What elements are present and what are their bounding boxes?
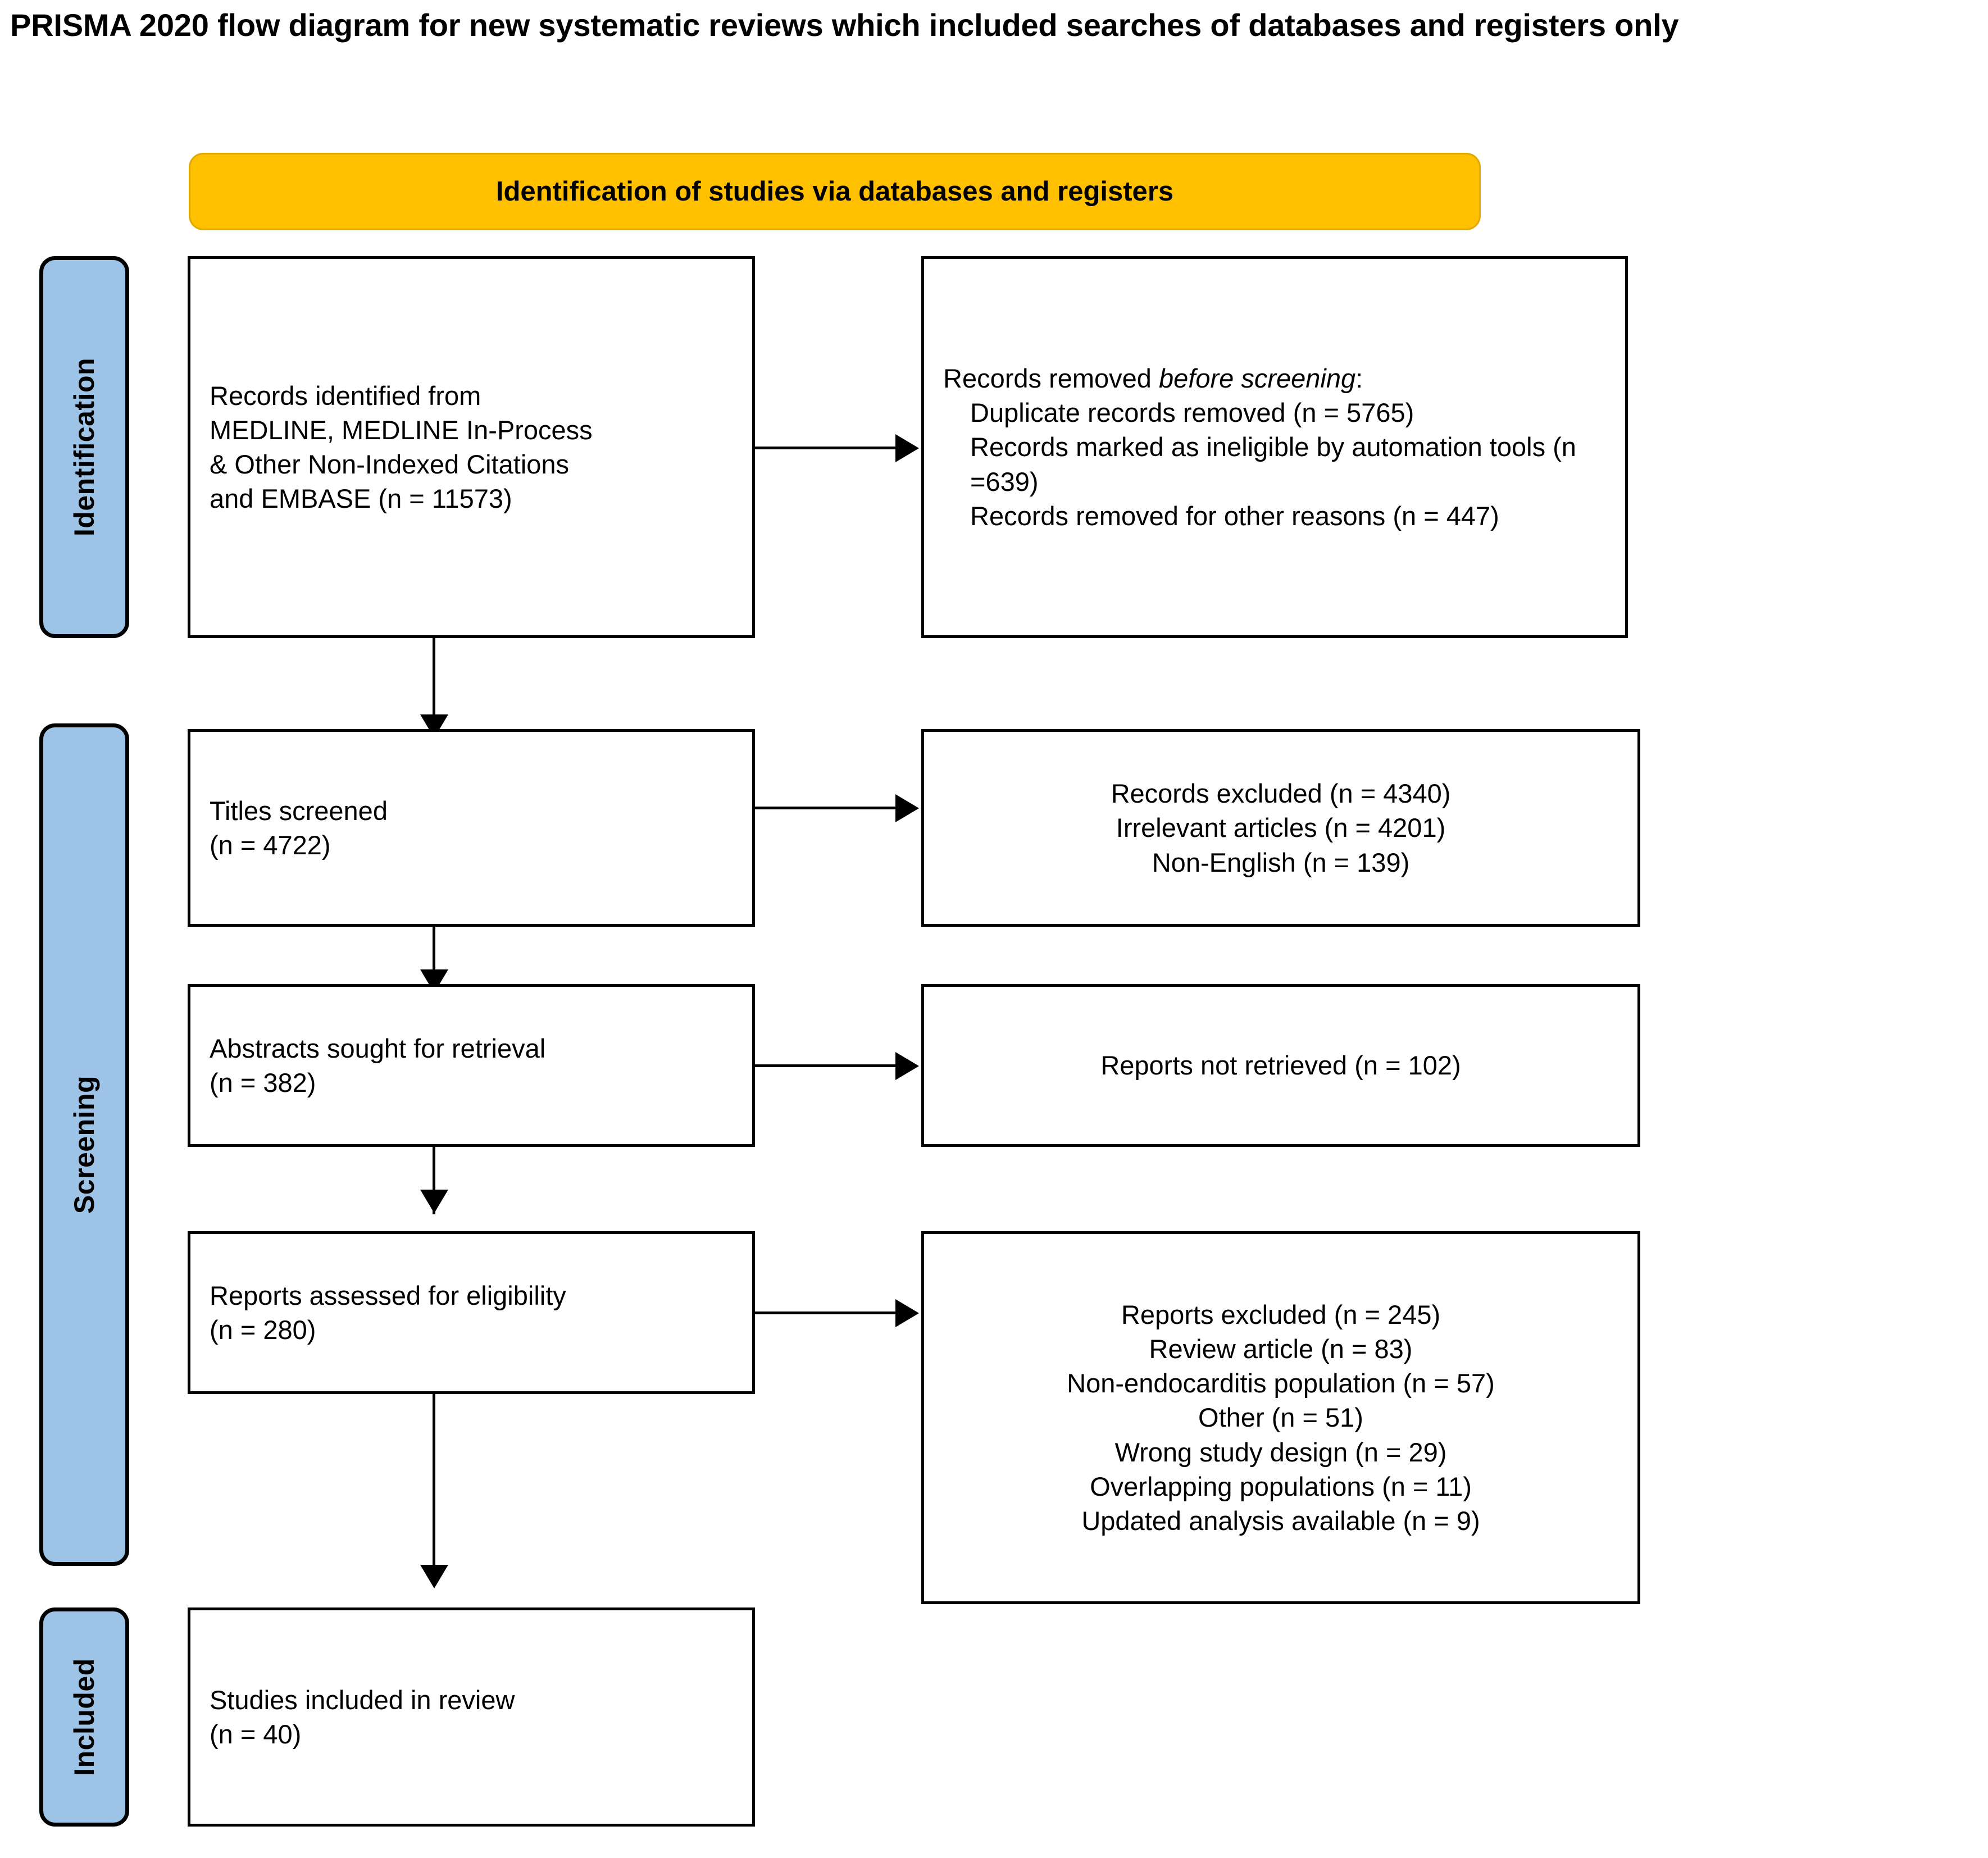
side-tab-screening-label: Screening — [69, 1075, 100, 1214]
arrow-titles-to-excluded — [895, 794, 919, 822]
arrow-identified-to-removed — [895, 434, 919, 462]
reports-excluded-line-5: Wrong study design (n = 29) — [1114, 1437, 1447, 1467]
studies-included-line-2: (n = 40) — [210, 1719, 302, 1749]
arrow-assessed-to-included — [420, 1565, 448, 1588]
abstracts-sought-line-2: (n = 382) — [210, 1068, 316, 1098]
records-removed-line-2: Records marked as ineligible by automati… — [970, 432, 1576, 497]
connector-titles-to-abstracts — [433, 927, 435, 994]
arrow-abstracts-to-notretrieved — [895, 1052, 919, 1080]
records-removed-heading-prefix: Records removed — [943, 363, 1159, 394]
records-removed-heading-suffix: : — [1355, 363, 1363, 394]
abstracts-sought-line-1: Abstracts sought for retrieval — [210, 1033, 546, 1063]
reports-assessed-line-1: Reports assessed for eligibility — [210, 1280, 566, 1310]
studies-included-line-1: Studies included in review — [210, 1684, 515, 1715]
reports-excluded-line-2: Review article (n = 83) — [1149, 1334, 1413, 1364]
phase-banner-label: Identification of studies via databases … — [495, 176, 1174, 207]
reports-not-retrieved-line-1: Reports not retrieved (n = 102) — [1100, 1050, 1461, 1081]
connector-assessed-to-included — [433, 1394, 435, 1585]
box-reports-not-retrieved: Reports not retrieved (n = 102) — [921, 984, 1640, 1147]
records-removed-heading-italic: before screening — [1159, 363, 1356, 394]
connector-abstracts-to-notretrieved — [755, 1064, 897, 1067]
records-removed-line-3: Records removed for other reasons (n = 4… — [970, 500, 1499, 531]
box-reports-assessed: Reports assessed for eligibility (n = 28… — [188, 1231, 755, 1394]
titles-screened-line-2: (n = 4722) — [210, 830, 331, 860]
arrow-assessed-to-excluded — [895, 1299, 919, 1327]
reports-excluded-line-1: Reports excluded (n = 245) — [1121, 1300, 1441, 1330]
box-records-removed: Records removed before screening: Duplic… — [921, 256, 1628, 638]
arrow-abstracts-to-assessed — [420, 1190, 448, 1213]
connector-identified-to-removed — [755, 447, 897, 449]
box-records-excluded: Records excluded (n = 4340) Irrelevant a… — [921, 729, 1640, 927]
records-removed-line-1: Duplicate records removed (n = 5765) — [970, 398, 1414, 428]
side-tab-included: Included — [39, 1607, 129, 1827]
records-identified-line-3: & Other Non-Indexed Citations — [210, 449, 570, 479]
box-abstracts-sought: Abstracts sought for retrieval (n = 382) — [188, 984, 755, 1147]
box-reports-excluded: Reports excluded (n = 245) Review articl… — [921, 1231, 1640, 1604]
records-removed-heading: Records removed before screening: — [943, 361, 1363, 395]
titles-screened-line-1: Titles screened — [210, 795, 388, 826]
reports-excluded-line-6: Overlapping populations (n = 11) — [1090, 1471, 1472, 1501]
box-records-identified: Records identified from MEDLINE, MEDLINE… — [188, 256, 755, 638]
page-title: PRISMA 2020 flow diagram for new systema… — [10, 7, 1679, 43]
reports-assessed-line-2: (n = 280) — [210, 1315, 316, 1345]
records-excluded-line-1: Records excluded (n = 4340) — [1111, 778, 1451, 809]
reports-excluded-line-4: Other (n = 51) — [1198, 1402, 1363, 1433]
side-tab-identification: Identification — [39, 256, 129, 638]
connector-titles-to-excluded — [755, 807, 897, 809]
reports-excluded-line-7: Updated analysis available (n = 9) — [1081, 1505, 1480, 1536]
side-tab-included-label: Included — [69, 1658, 101, 1776]
reports-excluded-line-3: Non-endocarditis population (n = 57) — [1067, 1368, 1495, 1399]
box-studies-included: Studies included in review (n = 40) — [188, 1607, 755, 1827]
records-identified-line-2: MEDLINE, MEDLINE In-Process — [210, 415, 593, 445]
box-titles-screened: Titles screened (n = 4722) — [188, 729, 755, 927]
phase-banner-identification: Identification of studies via databases … — [189, 153, 1481, 230]
connector-abstracts-to-assessed — [433, 1147, 435, 1214]
records-identified-line-4: and EMBASE (n = 11573) — [210, 484, 512, 514]
connector-identified-to-titles — [433, 638, 435, 739]
records-identified-line-1: Records identified from — [210, 380, 481, 411]
records-excluded-line-2: Irrelevant articles (n = 4201) — [1116, 813, 1446, 843]
records-excluded-line-3: Non-English (n = 139) — [1152, 847, 1410, 877]
side-tab-identification-label: Identification — [69, 357, 101, 537]
connector-assessed-to-excluded — [755, 1311, 897, 1314]
side-tab-screening: Screening — [39, 723, 129, 1566]
